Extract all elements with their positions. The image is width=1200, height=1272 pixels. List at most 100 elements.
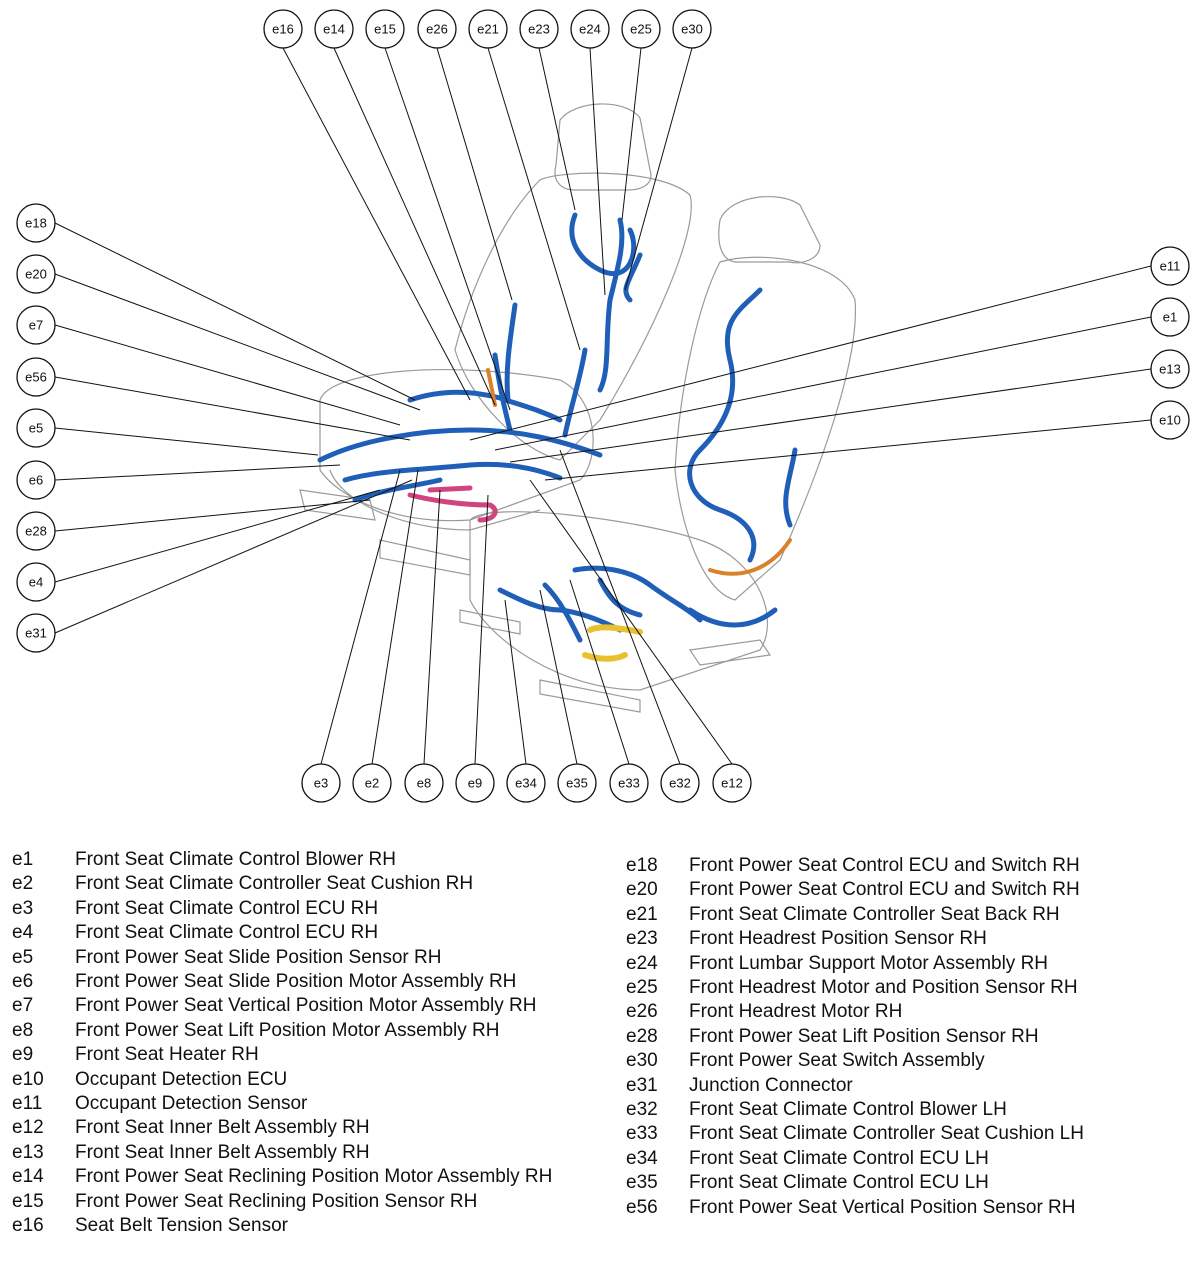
callout-e7: e7 <box>16 305 56 345</box>
svg-text:e1: e1 <box>1163 310 1177 325</box>
connector-callouts-right: e11 e1 e13 e10 <box>1150 246 1190 440</box>
callout-e14: e14 <box>314 9 354 49</box>
svg-text:e8: e8 <box>417 776 431 791</box>
legend-description: Front Seat Climate Control Blower LH <box>689 1099 1007 1121</box>
leader-line <box>54 222 416 401</box>
legend-code: e34 <box>626 1147 658 1169</box>
callout-e56: e56 <box>16 357 56 397</box>
svg-text:e7: e7 <box>29 318 43 333</box>
leader-line <box>589 47 606 296</box>
leader-line <box>54 427 319 456</box>
seat-wiring-diagram: e16 e14 e15 e26 e21 e23 e24 e25 e30 e18 … <box>16 9 1190 803</box>
legend-description: Front Power Seat Control ECU and Switch … <box>689 855 1080 876</box>
svg-text:e11: e11 <box>1160 259 1181 274</box>
leader-line <box>54 273 421 411</box>
svg-text:e28: e28 <box>25 524 47 539</box>
svg-text:e23: e23 <box>528 22 550 37</box>
legend-row: e18 Front Power Seat Control ECU and Swit… <box>626 854 1200 878</box>
callout-e28: e28 <box>16 511 56 551</box>
legend-code: e16 <box>12 1215 44 1237</box>
legend-description: Front Seat Climate Control ECU LH <box>689 1172 989 1194</box>
leader-line <box>320 469 401 765</box>
svg-text:e24: e24 <box>579 22 601 37</box>
svg-text:e14: e14 <box>323 22 345 37</box>
legend-code: e56 <box>626 1196 658 1218</box>
callout-e21: e21 <box>468 9 508 49</box>
svg-text:e15: e15 <box>374 22 396 37</box>
callout-e5: e5 <box>16 408 56 448</box>
legend-code: e5 <box>12 946 34 968</box>
callout-e6: e6 <box>16 460 56 500</box>
callout-e12: e12 <box>712 763 752 803</box>
legend-code: e13 <box>12 1141 44 1163</box>
callout-e30: e30 <box>672 9 712 49</box>
callout-e13: e13 <box>1150 349 1190 389</box>
legend-description: Occupant Detection ECU <box>75 1068 288 1090</box>
svg-text:e26: e26 <box>426 22 448 37</box>
legend-description: Front Seat Climate Controller Seat Back … <box>689 903 1060 925</box>
svg-text:e6: e6 <box>29 473 43 488</box>
legend-row: e24 Front Lumbar Support Motor Assembly R… <box>626 952 1200 976</box>
connector-callouts-top: e16 e14 e15 e26 e21 e23 e24 e25 e30 <box>263 9 712 49</box>
svg-text:e20: e20 <box>25 267 47 282</box>
legend-code: e18 <box>626 855 658 876</box>
leader-line <box>538 47 576 211</box>
leader-line <box>333 47 496 406</box>
legend-code: e35 <box>626 1172 658 1194</box>
svg-text:e25: e25 <box>630 22 652 37</box>
callout-e2: e2 <box>352 763 392 803</box>
legend-code: e24 <box>626 952 658 974</box>
legend-description: Front Power Seat Slide Position Sensor R… <box>75 946 442 968</box>
leader-line <box>54 499 371 532</box>
leader-line <box>423 489 441 765</box>
leader-line <box>371 469 419 765</box>
seat-outline-front <box>299 103 692 576</box>
legend-description: Front Seat Climate Control ECU LH <box>689 1147 989 1169</box>
svg-text:e12: e12 <box>721 776 743 791</box>
svg-text:e4: e4 <box>29 575 43 590</box>
callout-e33: e33 <box>609 763 649 803</box>
legend-code: e2 <box>12 873 34 895</box>
legend-description: Junction Connector <box>689 1074 853 1096</box>
leader-line <box>54 376 411 441</box>
callout-e10: e10 <box>1150 400 1190 440</box>
wire-harness <box>317 212 798 662</box>
leader-line <box>494 316 1152 451</box>
connector-callouts-bottom: e3 e2 e8 e9 e34 e35 e33 e32 e12 <box>301 763 752 803</box>
legend-description: Front Seat Climate Controller Seat Cushi… <box>75 873 474 895</box>
callout-e20: e20 <box>16 254 56 294</box>
leader-line <box>621 47 642 221</box>
legend-row: e34 Front Seat Climate Control ECU LH <box>626 1147 1200 1171</box>
legend-description: Front Power Seat Reclining Position Moto… <box>75 1166 553 1188</box>
legend-description: Front Lumbar Support Motor Assembly RH <box>689 952 1049 974</box>
leader-line <box>487 47 581 351</box>
svg-text:e10: e10 <box>1159 413 1181 428</box>
svg-text:e9: e9 <box>468 776 482 791</box>
callout-e9: e9 <box>455 763 495 803</box>
legend-description: Front Power Seat Control ECU and Switch … <box>689 879 1080 901</box>
svg-text:e5: e5 <box>29 421 43 436</box>
legend-code: e6 <box>12 971 34 993</box>
legend-description: Front Headrest Motor and Position Sensor… <box>689 977 1078 999</box>
leader-lines <box>54 47 1152 765</box>
legend-code: e31 <box>626 1074 658 1096</box>
svg-text:e31: e31 <box>25 626 47 641</box>
leader-line <box>436 47 513 301</box>
legend-code: e1 <box>12 849 34 870</box>
callout-e18: e18 <box>16 203 56 243</box>
legend-description: Front Power Seat Vertical Position Motor… <box>75 995 537 1017</box>
